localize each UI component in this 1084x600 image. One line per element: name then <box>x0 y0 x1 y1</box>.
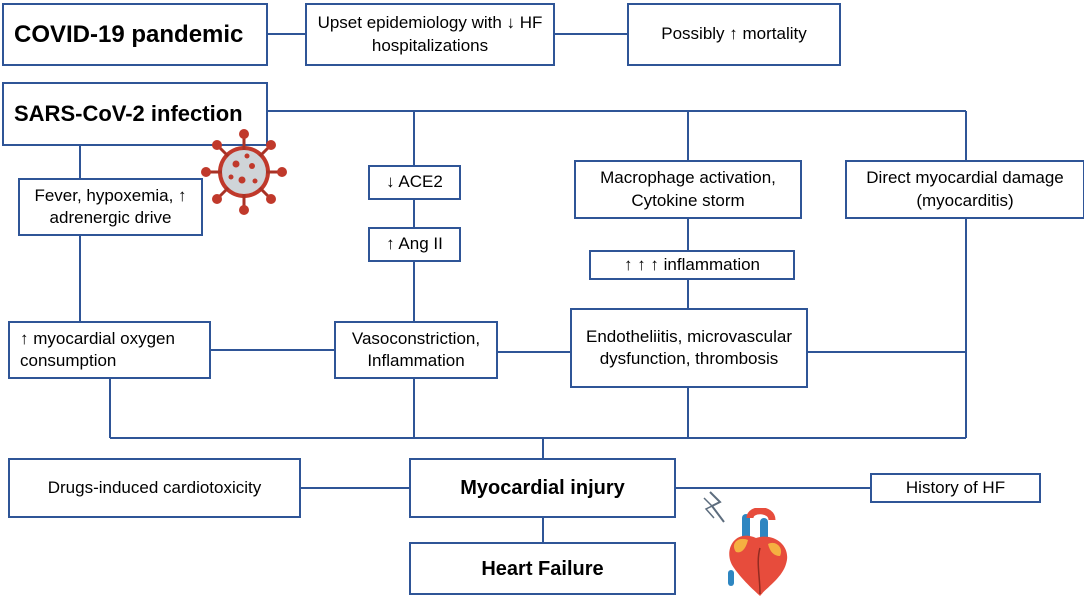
heart-failure-box: Heart Failure <box>409 542 676 595</box>
ang2-box: ↑ Ang II <box>368 227 461 262</box>
drugs-cardiotoxicity-box: Drugs-induced cardiotoxicity <box>8 458 301 518</box>
mortality-box: Possibly ↑ mortality <box>627 3 841 66</box>
inflammation-box: ↑ ↑ ↑ inflammation <box>589 250 795 280</box>
heart-icon <box>728 508 788 596</box>
direct-myocardial-damage-box: Direct myocardial damage (myocarditis) <box>845 160 1084 219</box>
oxygen-consumption-box: ↑ myocardial oxygen consumption <box>8 321 211 379</box>
sars-cov-2-infection-box: SARS-CoV-2 infection <box>2 82 268 146</box>
myocardial-injury-box: Myocardial injury <box>409 458 676 518</box>
lightning-icon <box>703 491 725 523</box>
history-of-hf-box: History of HF <box>870 473 1041 503</box>
endotheliitis-box: Endotheliitis, microvascular dysfunction… <box>570 308 808 388</box>
covid-pandemic-box: COVID-19 pandemic <box>2 3 268 66</box>
fever-hypoxemia-box: Fever, hypoxemia, ↑ adrenergic drive <box>18 178 203 236</box>
macrophage-box: Macrophage activation, Cytokine storm <box>574 160 802 219</box>
epidemiology-box: Upset epidemiology with ↓ HF hospitaliza… <box>305 3 555 66</box>
ace2-box: ↓ ACE2 <box>368 165 461 200</box>
vasoconstriction-box: Vasoconstriction, Inflammation <box>334 321 498 379</box>
coronavirus-icon <box>201 129 287 215</box>
